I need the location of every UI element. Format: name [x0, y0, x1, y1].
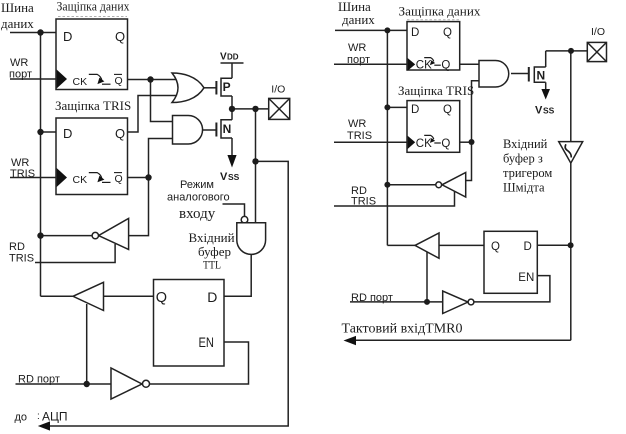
svg-text:Q: Q	[441, 60, 450, 72]
svg-text:аналогового: аналогового	[167, 192, 230, 204]
svg-text:CK: CK	[416, 60, 432, 72]
svg-text::: :	[37, 411, 40, 422]
svg-text:SS: SS	[228, 172, 240, 182]
svg-text:Режим: Режим	[180, 179, 214, 191]
svg-text:Q: Q	[443, 104, 452, 116]
svg-text:D: D	[207, 289, 217, 305]
svg-text:N: N	[537, 69, 546, 83]
svg-text:WR: WR	[348, 118, 366, 130]
svg-text:RD порт: RD порт	[351, 292, 393, 304]
svg-text:EN: EN	[199, 335, 215, 350]
svg-text:D: D	[63, 126, 72, 141]
svg-text:Защіпка TRIS: Защіпка TRIS	[398, 83, 474, 98]
svg-text:SS: SS	[543, 106, 555, 116]
svg-text:RD: RD	[9, 241, 25, 253]
svg-text:N: N	[223, 122, 232, 136]
svg-text:порт: порт	[347, 54, 370, 66]
svg-text:WR: WR	[348, 42, 366, 54]
svg-text:TTL: TTL	[203, 258, 221, 272]
svg-text:V: V	[220, 171, 228, 183]
svg-text:D: D	[524, 241, 532, 253]
svg-text:TRIS: TRIS	[347, 130, 372, 142]
svg-text:D: D	[411, 27, 419, 39]
svg-text:Вхідний: Вхідний	[189, 230, 235, 245]
svg-text:АЦП: АЦП	[42, 410, 68, 424]
svg-text:D: D	[63, 29, 72, 44]
svg-text:даних: даних	[1, 16, 34, 31]
svg-text:V: V	[535, 105, 543, 117]
svg-text:Q: Q	[115, 126, 125, 141]
svg-text:WR: WR	[11, 157, 29, 169]
svg-text:TRIS: TRIS	[351, 196, 376, 208]
svg-text:даних: даних	[342, 12, 375, 27]
svg-text:Q: Q	[115, 29, 125, 44]
svg-text:Q: Q	[441, 138, 450, 150]
svg-text:Q: Q	[115, 75, 123, 87]
svg-text:Шина: Шина	[338, 0, 371, 14]
svg-text:EN: EN	[518, 272, 534, 284]
svg-text:Защіпка даних: Защіпка даних	[399, 4, 481, 19]
svg-text:CK: CK	[416, 138, 432, 150]
svg-text:WR: WR	[10, 57, 28, 69]
svg-text:тригером: тригером	[503, 166, 552, 180]
svg-text:V: V	[220, 52, 227, 63]
svg-text:I/O: I/O	[271, 84, 285, 96]
svg-text:CK: CK	[73, 76, 88, 88]
svg-text:CK: CK	[73, 174, 88, 186]
svg-text:Защіпка TRIS: Защіпка TRIS	[55, 98, 131, 113]
svg-text:Q: Q	[156, 290, 167, 306]
svg-text:P: P	[223, 80, 231, 94]
svg-text:Тактовий вхідTMR0: Тактовий вхідTMR0	[342, 322, 463, 337]
svg-text:порт: порт	[9, 69, 32, 81]
svg-text:буфер: буфер	[198, 244, 231, 259]
svg-text:входу: входу	[179, 206, 216, 222]
svg-text:TRIS: TRIS	[10, 168, 35, 180]
svg-text:RD порт: RD порт	[18, 374, 60, 386]
svg-text:D: D	[411, 104, 419, 116]
svg-text:Q: Q	[115, 173, 123, 185]
svg-text:TRIS: TRIS	[9, 253, 34, 265]
svg-text:I/O: I/O	[591, 26, 605, 38]
svg-text:Вхідний: Вхідний	[503, 137, 548, 151]
svg-text:буфер з: буфер з	[503, 151, 543, 165]
svg-text:Q: Q	[443, 27, 452, 39]
svg-text:Q: Q	[491, 241, 500, 253]
svg-text:Шмідта: Шмідта	[503, 180, 545, 194]
svg-text:RD: RD	[351, 185, 367, 197]
svg-text:DD: DD	[227, 53, 239, 62]
svg-text:Шина: Шина	[1, 0, 34, 15]
svg-text:Защіпка даних: Защіпка даних	[57, 0, 130, 14]
svg-text:до: до	[15, 412, 28, 424]
